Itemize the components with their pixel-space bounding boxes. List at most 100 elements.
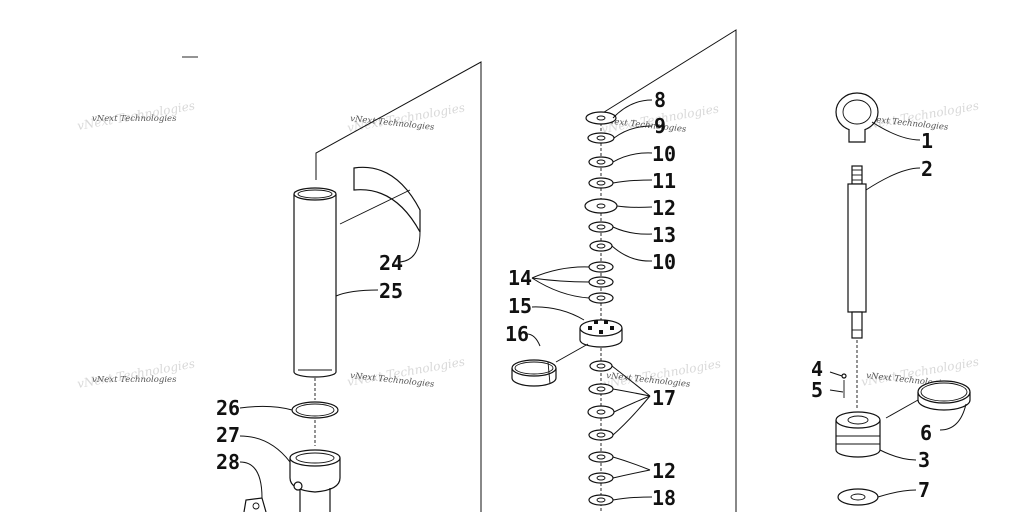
- leader-lines: [239, 99, 967, 501]
- callout-18: 18: [652, 486, 676, 510]
- callout-10-lower: 10: [652, 250, 676, 274]
- washer-10-lower: [589, 240, 613, 252]
- sleeve-part-24: [353, 166, 421, 233]
- leader-3: [879, 449, 917, 461]
- washer-12-lower-b-hole: [596, 475, 606, 481]
- leader-17d: [612, 395, 651, 436]
- leader-10b: [611, 245, 653, 262]
- callout-28: 28: [216, 450, 240, 474]
- leader-10a: [612, 152, 653, 163]
- washer-12-upper: [584, 198, 618, 214]
- leader-18: [612, 496, 653, 501]
- washer-12-upper-hole: [596, 203, 606, 209]
- leader-11: [612, 179, 653, 184]
- left-panel-divider: [315, 61, 482, 512]
- leader-1: [871, 121, 921, 141]
- leader-26: [239, 405, 293, 411]
- callout-12-upper: 12: [652, 196, 676, 220]
- leader-8: [612, 99, 653, 119]
- leader-17b: [612, 388, 651, 397]
- leader-5: [829, 389, 844, 393]
- callout-26: 26: [216, 396, 240, 420]
- cap-top: [835, 411, 881, 429]
- rod-part-2: [847, 183, 867, 313]
- piston-port-2: [604, 320, 608, 324]
- washer-17a: [589, 360, 613, 372]
- washer-18-hole: [596, 497, 606, 503]
- housing-part-27: [289, 458, 341, 493]
- piston-ports: [588, 320, 614, 334]
- washer-14a-hole: [596, 264, 606, 270]
- piston-top: [579, 319, 623, 337]
- callout-15: 15: [508, 294, 532, 318]
- callout-7: 7: [918, 478, 930, 502]
- callout-6: 6: [920, 421, 932, 445]
- washer-14b-hole: [596, 279, 606, 285]
- cap-bore: [847, 415, 869, 425]
- washer-8: [585, 111, 617, 125]
- washer-18: [588, 494, 614, 506]
- washer-7-hole: [850, 493, 866, 501]
- leader-28: [239, 461, 263, 499]
- callout-3: 3: [918, 448, 930, 472]
- leader-17a: [611, 365, 651, 397]
- tube-part-25: [293, 194, 337, 378]
- fitting-part-28: [243, 497, 267, 512]
- sleeve-guide-line: [339, 189, 411, 225]
- seal-top: [917, 380, 971, 404]
- cap-part-3: [835, 420, 881, 458]
- callout-16: 16: [505, 322, 529, 346]
- piston-ring-split: [547, 361, 551, 385]
- piston-port-5: [599, 330, 603, 334]
- washer-13-hole: [596, 224, 606, 230]
- housing-top: [289, 449, 341, 467]
- washer-10-lower-hole: [596, 243, 606, 249]
- callout-1: 1: [921, 129, 933, 153]
- leader-25: [335, 289, 379, 297]
- washer-14b: [588, 276, 614, 288]
- watermark-5: vNext Technologies: [92, 375, 177, 385]
- washer-11: [588, 177, 614, 189]
- washer-12-lower-a: [588, 451, 614, 463]
- housing-bolt-hole: [293, 481, 303, 491]
- washer-stack: [584, 111, 618, 304]
- leader-2: [865, 167, 921, 191]
- piston-port-1: [594, 320, 598, 324]
- panel-dividers: [315, 29, 737, 512]
- washer-11-hole: [596, 180, 606, 186]
- housing-bore: [295, 452, 335, 464]
- leader-16: [526, 333, 541, 347]
- callout-27: 27: [216, 423, 240, 447]
- watermark-1: vNext Technologies: [92, 114, 177, 124]
- callout-11: 11: [652, 169, 676, 193]
- washer-17b: [588, 383, 614, 395]
- callout-8: 8: [654, 88, 666, 112]
- washer-9: [587, 132, 615, 144]
- o-ring-inner: [295, 403, 335, 417]
- leader-27: [239, 435, 291, 463]
- washer-13: [588, 221, 614, 233]
- eyelet-hole: [842, 99, 872, 125]
- housing-fork: [299, 488, 331, 512]
- eyelet-stem: [848, 129, 866, 143]
- left-assembly: [243, 166, 421, 512]
- lower-washer-stack: [587, 360, 615, 506]
- callout-5: 5: [811, 378, 823, 402]
- washer-8-hole: [596, 115, 606, 121]
- callout-4: 4: [811, 357, 823, 381]
- leader-15: [531, 306, 585, 321]
- leader-12a: [616, 205, 653, 208]
- eyelet-part-1: [835, 92, 879, 132]
- watermarks: vNext Technologies vNext Technologies vN…: [76, 98, 980, 390]
- rod-tip: [851, 311, 863, 339]
- washer-17c-hole: [596, 409, 606, 415]
- fitting-hole: [252, 502, 260, 510]
- washer-10-upper: [588, 156, 614, 168]
- washer-12-lower-a-hole: [596, 454, 606, 460]
- washer-14a: [588, 261, 614, 273]
- piston-port-3: [588, 326, 592, 330]
- washer-14c: [588, 292, 614, 304]
- leader-12c: [612, 469, 651, 479]
- leader-9: [613, 125, 653, 139]
